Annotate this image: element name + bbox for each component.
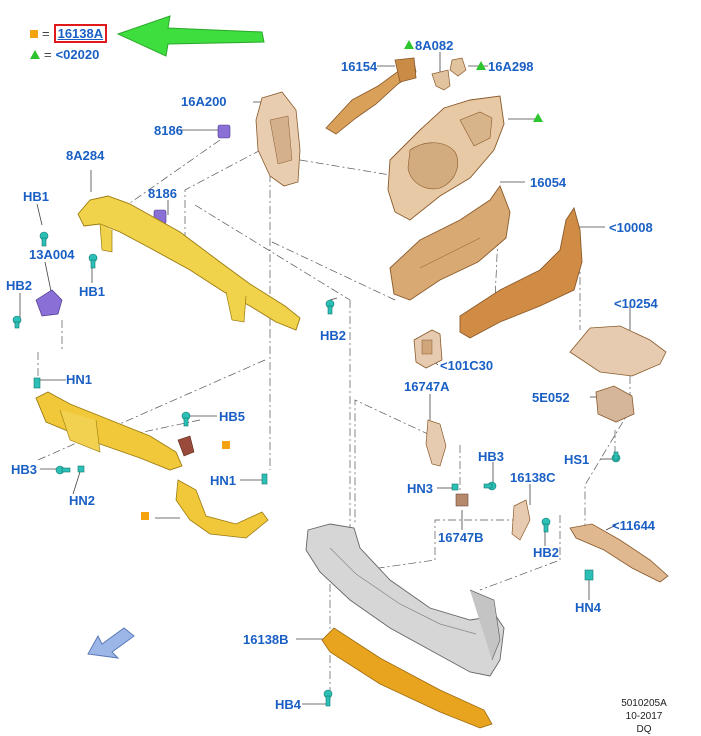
part-bumper-beam — [305, 523, 505, 677]
part-11644-bracket — [569, 523, 669, 583]
legend-02020-value: <02020 — [55, 47, 100, 62]
callout-16154[interactable]: 16154 — [341, 59, 378, 74]
callout-HB2-left[interactable]: HB2 — [6, 278, 33, 293]
part-10254-panel — [569, 325, 667, 377]
callout-10254[interactable]: <10254 — [614, 296, 658, 311]
callout-13A004[interactable]: 13A004 — [29, 247, 75, 262]
fastener-hn3 — [451, 483, 459, 491]
fastener-hb3-left — [55, 465, 71, 475]
callout-101C30[interactable]: <101C30 — [440, 358, 494, 373]
part-13A004-bracket — [35, 289, 63, 317]
part-16A298-bracket — [449, 57, 467, 77]
legend-16138A-link[interactable]: 16138A — [53, 24, 108, 43]
fastener-hb4 — [323, 689, 333, 707]
part-lower-radiator-support — [35, 391, 183, 471]
part-hb5-bracket — [177, 435, 195, 457]
callout-10008[interactable]: <10008 — [609, 220, 653, 235]
part-101C30-bracket — [413, 329, 443, 369]
green-triangle-markers — [404, 40, 543, 122]
part-8A284-radiator-support — [77, 195, 301, 331]
fastener-hb3-right — [483, 481, 497, 491]
part-16154-bracket — [325, 57, 417, 135]
callout-8186-upper[interactable]: 8186 — [154, 123, 183, 138]
callout-HB2-right[interactable]: HB2 — [320, 328, 347, 343]
fastener-hb2-right — [325, 299, 335, 315]
legend-equals: = — [42, 26, 50, 41]
green-triangle-16A298-marker — [476, 61, 486, 70]
part-16054-apron — [389, 185, 511, 301]
dash-dot-guides — [37, 110, 631, 700]
fastener-hn4 — [584, 569, 594, 581]
part-5E052-bracket — [595, 385, 635, 423]
callout-8186-lower[interactable]: 8186 — [148, 186, 177, 201]
callout-16138C[interactable]: 16138C — [510, 470, 556, 485]
fastener-hb2-left — [12, 315, 22, 329]
callout-16054[interactable]: 16054 — [530, 175, 567, 190]
callout-16138B[interactable]: 16138B — [243, 632, 289, 647]
fastener-hs1 — [611, 451, 621, 463]
part-16A200-bracket — [255, 91, 301, 187]
callout-HB3-right[interactable]: HB3 — [478, 449, 505, 464]
legend-green-triangle-row: = <02020 — [30, 47, 99, 62]
fastener-hn1-left — [33, 377, 41, 389]
vehicle-front-direction-arrow-icon — [87, 627, 135, 659]
part-16138C-bracket — [511, 499, 531, 541]
callout-11644[interactable]: <11644 — [612, 518, 656, 533]
orange-square-icon — [30, 29, 38, 38]
green-triangle-8A082-marker — [404, 40, 414, 49]
callout-16747A[interactable]: 16747A — [404, 379, 450, 394]
callout-HN1-left[interactable]: HN1 — [66, 372, 93, 387]
callout-HN1-right[interactable]: HN1 — [210, 473, 237, 488]
fastener-hn1-right — [261, 473, 268, 485]
part-8186-clip-upper — [217, 124, 231, 139]
callout-HB1-upper[interactable]: HB1 — [23, 189, 50, 204]
legend-orange-square-row: = 16138A — [30, 24, 108, 43]
part-16747A-bracket — [425, 419, 447, 467]
fastener-hb1-lower — [88, 253, 98, 269]
callout-HB1-lower[interactable]: HB1 — [79, 284, 106, 299]
callout-HN2[interactable]: HN2 — [69, 493, 96, 508]
callout-8A284[interactable]: 8A284 — [66, 148, 105, 163]
callout-HB3-left[interactable]: HB3 — [11, 462, 38, 477]
orange-square-16138A — [141, 512, 149, 520]
green-triangle-icon — [30, 50, 40, 59]
green-triangle-apron-marker — [533, 113, 543, 122]
callout-HN3[interactable]: HN3 — [407, 481, 434, 496]
part-8A082-bracket — [431, 69, 451, 91]
orange-square-near-hb5 — [222, 441, 230, 449]
callout-HB2-mid[interactable]: HB2 — [533, 545, 560, 560]
fastener-hn2 — [77, 465, 85, 473]
callout-8A082[interactable]: 8A082 — [415, 38, 454, 53]
fastener-hb2-mid — [541, 517, 551, 533]
callout-HS1[interactable]: HS1 — [564, 452, 590, 467]
drawing-code: 5010205A — [621, 698, 667, 709]
callout-16A200[interactable]: 16A200 — [181, 94, 227, 109]
part-10008-rail — [459, 206, 583, 339]
callout-16747B[interactable]: 16747B — [438, 530, 484, 545]
callout-5E052[interactable]: 5E052 — [532, 390, 570, 405]
drawing-initials: DQ — [636, 724, 652, 735]
part-wheelhouse-apron — [387, 95, 505, 221]
callout-HB4[interactable]: HB4 — [275, 697, 302, 712]
callout-16A298[interactable]: 16A298 — [488, 59, 534, 74]
callout-HB5[interactable]: HB5 — [219, 409, 246, 424]
drawing-date: 10-2017 — [625, 711, 663, 722]
legend-equals: = — [44, 47, 52, 62]
part-16138A-bracket — [175, 479, 269, 539]
fastener-hb1-upper — [39, 231, 49, 247]
part-16138B-strip — [321, 627, 493, 729]
leader-lines — [19, 52, 631, 705]
callout-HN4[interactable]: HN4 — [575, 600, 602, 615]
green-pointer-arrow-icon — [116, 15, 265, 57]
fasteners — [12, 231, 621, 707]
orange-square-markers — [141, 441, 230, 520]
fastener-hb5 — [181, 411, 191, 427]
part-16747B-bracket — [455, 493, 469, 507]
